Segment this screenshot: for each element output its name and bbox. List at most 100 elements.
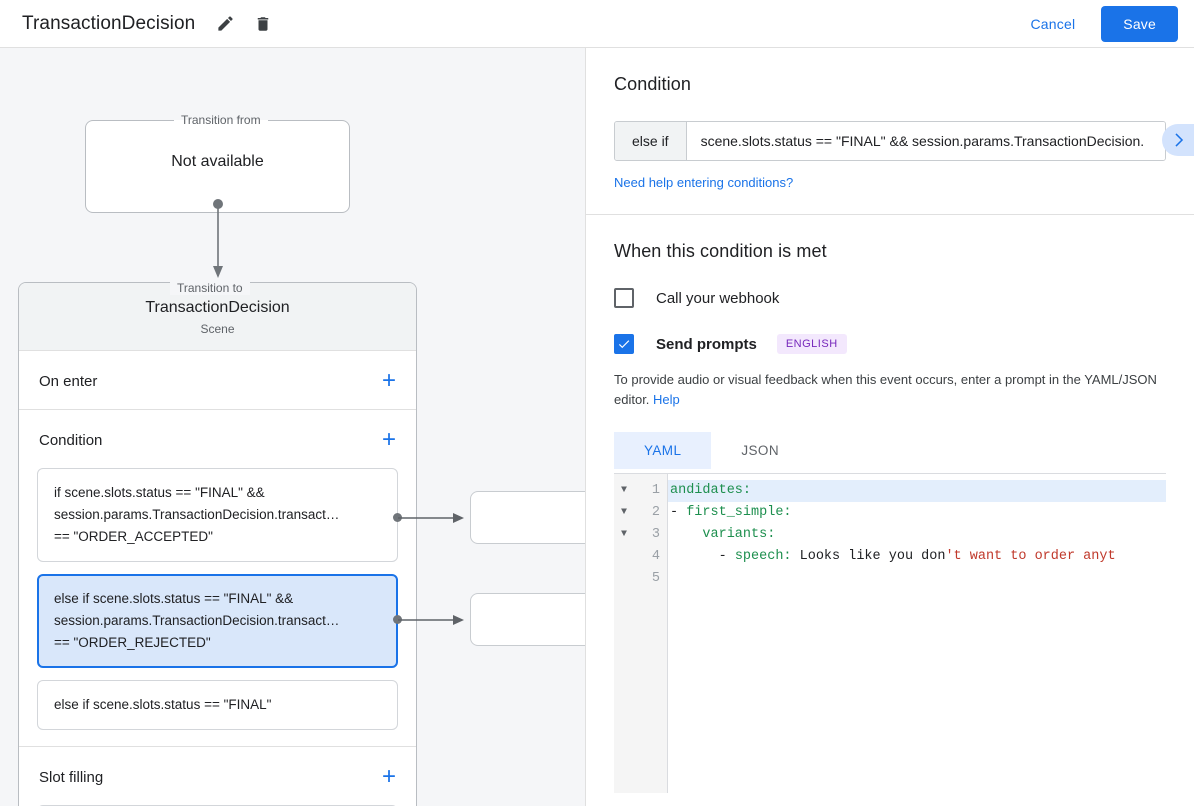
transition-from-value: Not available <box>171 152 264 170</box>
send-prompts-label: Send prompts <box>656 335 757 353</box>
editor-format-tabs: YAML JSON <box>614 432 1166 469</box>
caret-down-icon[interactable]: ▼ <box>621 529 628 540</box>
save-button[interactable]: Save <box>1101 5 1178 42</box>
condition-card[interactable]: if scene.slots.status == "FINAL" &&sessi… <box>37 468 398 562</box>
section-title: On enter <box>39 372 98 390</box>
line-number: 2 <box>651 505 660 520</box>
cancel-button[interactable]: Cancel <box>1017 7 1090 41</box>
call-webhook-label: Call your webhook <box>656 289 780 307</box>
webhook-row[interactable]: Call your webhook <box>614 288 1166 308</box>
card-line: else if scene.slots.status == "FINAL" && <box>54 591 294 606</box>
code-token: 't want to order anyt <box>945 549 1116 564</box>
condition-help-link[interactable]: Need help entering conditions? <box>614 175 794 190</box>
code-line[interactable]: - first_simple: <box>668 502 1166 524</box>
code-token: andidates <box>670 483 743 498</box>
condition-card[interactable]: else if scene.slots.status == "FINAL" &&… <box>37 574 398 668</box>
code-token: : <box>783 505 792 520</box>
prompts-help-link[interactable]: Help <box>653 392 680 407</box>
target-node-accepted[interactable] <box>470 491 585 544</box>
line-number: 5 <box>651 571 660 586</box>
section-header: Slot filling + <box>19 747 416 805</box>
scene-section: On enter + <box>19 351 416 410</box>
target-node-rejected[interactable] <box>470 593 585 646</box>
code-line[interactable]: - speech: Looks like you don't want to o… <box>668 546 1166 568</box>
connector-dot <box>393 615 402 624</box>
transition-to-node[interactable]: TransactionDecision Scene On enter+Condi… <box>18 282 417 806</box>
caret-down-icon[interactable]: ▼ <box>621 485 628 496</box>
graph-canvas[interactable]: Transition from Not available Transition… <box>0 48 586 806</box>
line-number: 3 <box>651 527 660 542</box>
gutter-row: ▼1 <box>614 480 667 502</box>
code-token: - <box>670 549 735 564</box>
line-number: 4 <box>651 549 660 564</box>
transition-from-legend: Transition from <box>181 113 261 127</box>
prompts-note: To provide audio or visual feedback when… <box>614 370 1166 410</box>
code-token: first_simple <box>686 505 784 520</box>
scene-section: Condition + if scene.slots.status == "FINA… <box>19 410 416 747</box>
chevron-right-icon[interactable] <box>1162 124 1194 156</box>
code-line[interactable]: andidates: <box>668 480 1166 502</box>
plus-icon[interactable]: + <box>381 763 396 790</box>
section-items: if scene.slots.status == "FINAL" && sessi… <box>19 468 416 746</box>
gutter-row: 4 <box>614 546 667 568</box>
page-title: TransactionDecision <box>22 12 196 34</box>
send-prompts-checkbox[interactable] <box>614 334 634 354</box>
gutter-row: 5 <box>614 568 667 590</box>
call-webhook-checkbox[interactable] <box>614 288 634 308</box>
code-token: : <box>742 483 752 498</box>
transition-to-subtitle: Scene <box>200 322 235 336</box>
code-line[interactable] <box>668 568 1166 590</box>
code-token: speech <box>734 549 784 564</box>
code-line[interactable]: variants: <box>668 524 1166 546</box>
caret-down-icon[interactable]: ▼ <box>621 507 628 518</box>
condition-section: Condition else if Need help entering con… <box>586 48 1194 215</box>
language-badge: ENGLISH <box>776 334 847 354</box>
trash-icon[interactable] <box>251 12 275 36</box>
plus-icon[interactable]: + <box>381 426 396 453</box>
code-token: : <box>767 527 776 542</box>
transition-to-title: TransactionDecision <box>145 299 290 316</box>
transition-from-node[interactable]: Transition from Not available <box>85 113 350 213</box>
condition-card[interactable]: else if scene.slots.status == "FINAL" <box>37 680 398 730</box>
code-token: variants <box>702 527 768 542</box>
connector-dot <box>393 513 402 522</box>
pencil-icon[interactable] <box>213 12 237 36</box>
tab-json[interactable]: JSON <box>711 432 809 469</box>
tab-yaml[interactable]: YAML <box>614 432 712 469</box>
page-body: Transition from Not available Transition… <box>0 48 1194 806</box>
code-token: : <box>783 549 800 564</box>
condition-heading: Condition <box>614 74 691 94</box>
prompts-note-text: To provide audio or visual feedback when… <box>614 372 1157 407</box>
transition-to-legend: Transition to <box>170 281 250 295</box>
detail-panel: Condition else if Need help entering con… <box>586 48 1194 806</box>
section-header: Condition + <box>19 410 416 468</box>
plus-icon[interactable]: + <box>381 367 396 394</box>
gutter-row: ▼2 <box>614 502 667 524</box>
when-met-heading: When this condition is met <box>614 241 827 261</box>
gutter-row: ▼3 <box>614 524 667 546</box>
scene-sections: On enter + Condition + if scene.slots.status… <box>19 351 416 806</box>
card-line: == "ORDER_REJECTED" <box>54 635 211 650</box>
when-condition-met-section: When this condition is met Call your web… <box>586 215 1194 793</box>
card-line: else if scene.slots.status == "FINAL" <box>54 697 272 712</box>
line-number: 1 <box>651 483 660 498</box>
condition-prefix-label: else if <box>615 122 687 160</box>
card-line: if scene.slots.status == "FINAL" && <box>54 485 265 500</box>
page-header: TransactionDecision Cancel Save <box>0 0 1194 48</box>
scene-section: Slot filling+Slot validation <box>19 747 416 806</box>
send-prompts-row[interactable]: Send prompts ENGLISH <box>614 334 1166 354</box>
card-line: session.params.TransactionDecision.trans… <box>54 613 340 628</box>
code-token: Looks like you don <box>799 549 946 564</box>
card-line: == "ORDER_ACCEPTED" <box>54 529 213 544</box>
condition-input[interactable] <box>686 122 1165 160</box>
section-title: Slot filling <box>39 768 104 786</box>
editor-code-area[interactable]: andidates:- first_simple: variants: - sp… <box>668 474 1166 793</box>
section-title: Condition <box>39 431 103 449</box>
code-token <box>670 527 702 542</box>
condition-input-row[interactable]: else if <box>614 121 1166 161</box>
code-token: - <box>670 505 687 520</box>
header-actions <box>213 12 275 36</box>
